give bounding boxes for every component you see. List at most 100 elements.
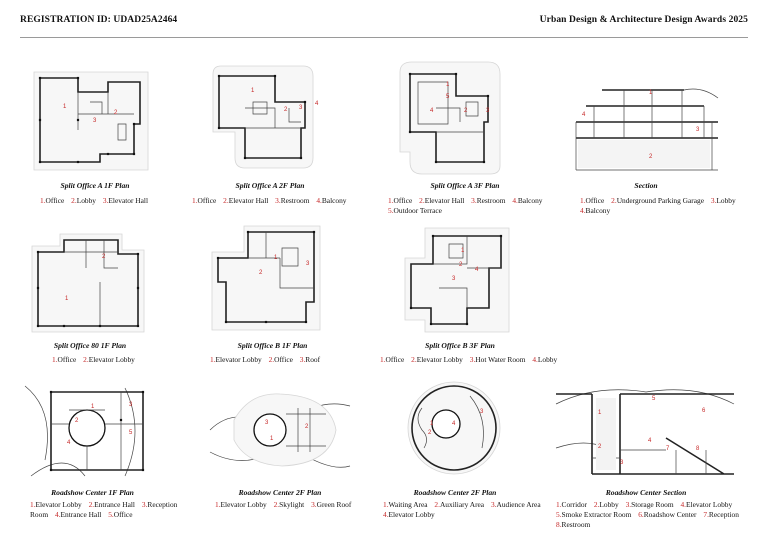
room-number-label: 2 <box>598 444 602 450</box>
legend-number: 2. <box>268 355 275 364</box>
room-number-label: 5 <box>446 94 450 100</box>
legend-label: Elevator Hall <box>424 196 465 205</box>
legend-item: 1.Office <box>380 355 404 364</box>
column-mark <box>216 256 220 260</box>
drawing-caption: Split Office 80 1F Plan <box>53 341 127 350</box>
legend-item: 3.Elevator Hall <box>103 196 148 205</box>
column-mark <box>76 76 80 80</box>
legend-item: 6.Roadshow Center <box>638 510 696 519</box>
legend-number: 3. <box>102 196 109 205</box>
legend-label: Restroom <box>561 520 591 529</box>
column-mark <box>132 152 136 156</box>
legend-number: 3. <box>625 500 632 509</box>
room-number-label: 2 <box>305 424 309 430</box>
legend-number: 3. <box>710 196 717 205</box>
room-number-label: 3 <box>620 460 624 466</box>
room-number-label: 4 <box>648 438 652 444</box>
drawing-caption: Section <box>634 181 658 190</box>
legend-number: 1. <box>192 196 198 205</box>
legend-item: 1.Office <box>52 355 76 364</box>
legend-item: 2.Skylight <box>274 500 305 509</box>
legend-item: 3.Audience Area <box>491 500 541 509</box>
room-number-label: 1 <box>63 104 67 110</box>
legend-number: 5. <box>388 206 394 215</box>
legend-item: 3.Restroom <box>275 196 309 205</box>
room-number-label: 4 <box>430 108 434 114</box>
floor-plan-svg: 123 <box>211 225 321 331</box>
room-legend: 1.Elevator Lobby 2.Office 3.Roof <box>210 355 360 365</box>
legend-item: 1.Elevator Lobby <box>30 500 82 509</box>
column-mark <box>264 320 268 324</box>
room-number-label: 1 <box>461 248 465 254</box>
legend-label: Entrance Hall <box>60 510 102 519</box>
legend-item: 2.Elevator Hall <box>223 196 268 205</box>
room-number-label: 1 <box>274 255 278 261</box>
legend-item: 1.Office <box>40 196 64 205</box>
legend-number: 4. <box>54 510 61 519</box>
room-number-label: 3 <box>265 420 269 426</box>
room-number-label: 1 <box>251 88 255 94</box>
legend-item: 3.Green Roof <box>311 500 351 509</box>
legend-number: 4. <box>316 196 322 205</box>
room-number-label: 3 <box>299 105 303 111</box>
legend-number: 1. <box>383 500 389 509</box>
legend-item: 4.Lobby <box>532 355 557 364</box>
legend-number: 1. <box>556 500 562 509</box>
legend-label: Balcony <box>321 196 347 205</box>
room-number-label: 3 <box>129 402 133 408</box>
legend-item: 1.Waiting Area <box>383 500 428 509</box>
legend-label: Lobby <box>537 355 558 364</box>
legend-number: 3. <box>469 355 476 364</box>
legend-item: 3.Hot Water Room <box>470 355 526 364</box>
column-mark <box>141 390 145 394</box>
floor-plan-svg: 123 <box>33 71 149 171</box>
room-number-label: 1 <box>270 436 274 442</box>
column-mark <box>36 324 40 328</box>
legend-item: 2.Office <box>269 355 293 364</box>
legend-label: Storage Room <box>631 500 674 509</box>
room-number-label: 3 <box>480 409 484 415</box>
legend-item: 3.Storage Room <box>626 500 674 509</box>
column-mark <box>132 122 136 126</box>
column-mark <box>409 306 413 310</box>
legend-item: 2.Elevator Lobby <box>83 355 135 364</box>
registration-id: REGISTRATION ID: UDAD25A2464 <box>20 15 178 25</box>
legend-label: Lobby <box>599 500 619 509</box>
floor-plan-svg: 1 2 3 <box>209 393 351 468</box>
legend-item: 5.Outdoor Terrace <box>388 206 442 215</box>
column-mark <box>119 418 123 422</box>
column-mark <box>106 152 110 156</box>
legend-number: 1. <box>52 355 58 364</box>
legend-number: 3. <box>141 500 148 509</box>
room-number-label: 1 <box>430 421 434 427</box>
room-number-label: 2 <box>428 430 432 436</box>
legend-number: 6. <box>638 510 644 519</box>
room-legend: 1.Elevator Lobby 2.Entrance Hall 3.Recep… <box>30 500 195 520</box>
legend-item: 4.Entrance Hall <box>55 510 101 519</box>
room-number-label: 4 <box>475 267 479 273</box>
legend-label: Elevator Hall <box>228 196 269 205</box>
legend-label: Office <box>57 355 77 364</box>
drawing-caption: Roadshow Center 2F Plan <box>413 488 497 497</box>
legend-number: 4. <box>532 355 538 364</box>
legend-label: Elevator Lobby <box>416 355 463 364</box>
column-mark <box>36 250 40 254</box>
legend-label: Office <box>385 355 405 364</box>
legend-item: 1.Corridor <box>556 500 587 509</box>
legend-number: 2. <box>223 196 229 205</box>
column-mark <box>429 322 433 326</box>
legend-label: Auxiliary Area <box>439 500 485 509</box>
legend-number: 4. <box>580 206 586 215</box>
column-mark <box>76 160 80 164</box>
room-number-label: 2 <box>284 107 288 113</box>
legend-item: 2.Underground Parking Garage <box>611 196 704 205</box>
room-number-label: 3 <box>696 127 700 133</box>
room-number-label: 1 <box>598 410 602 416</box>
